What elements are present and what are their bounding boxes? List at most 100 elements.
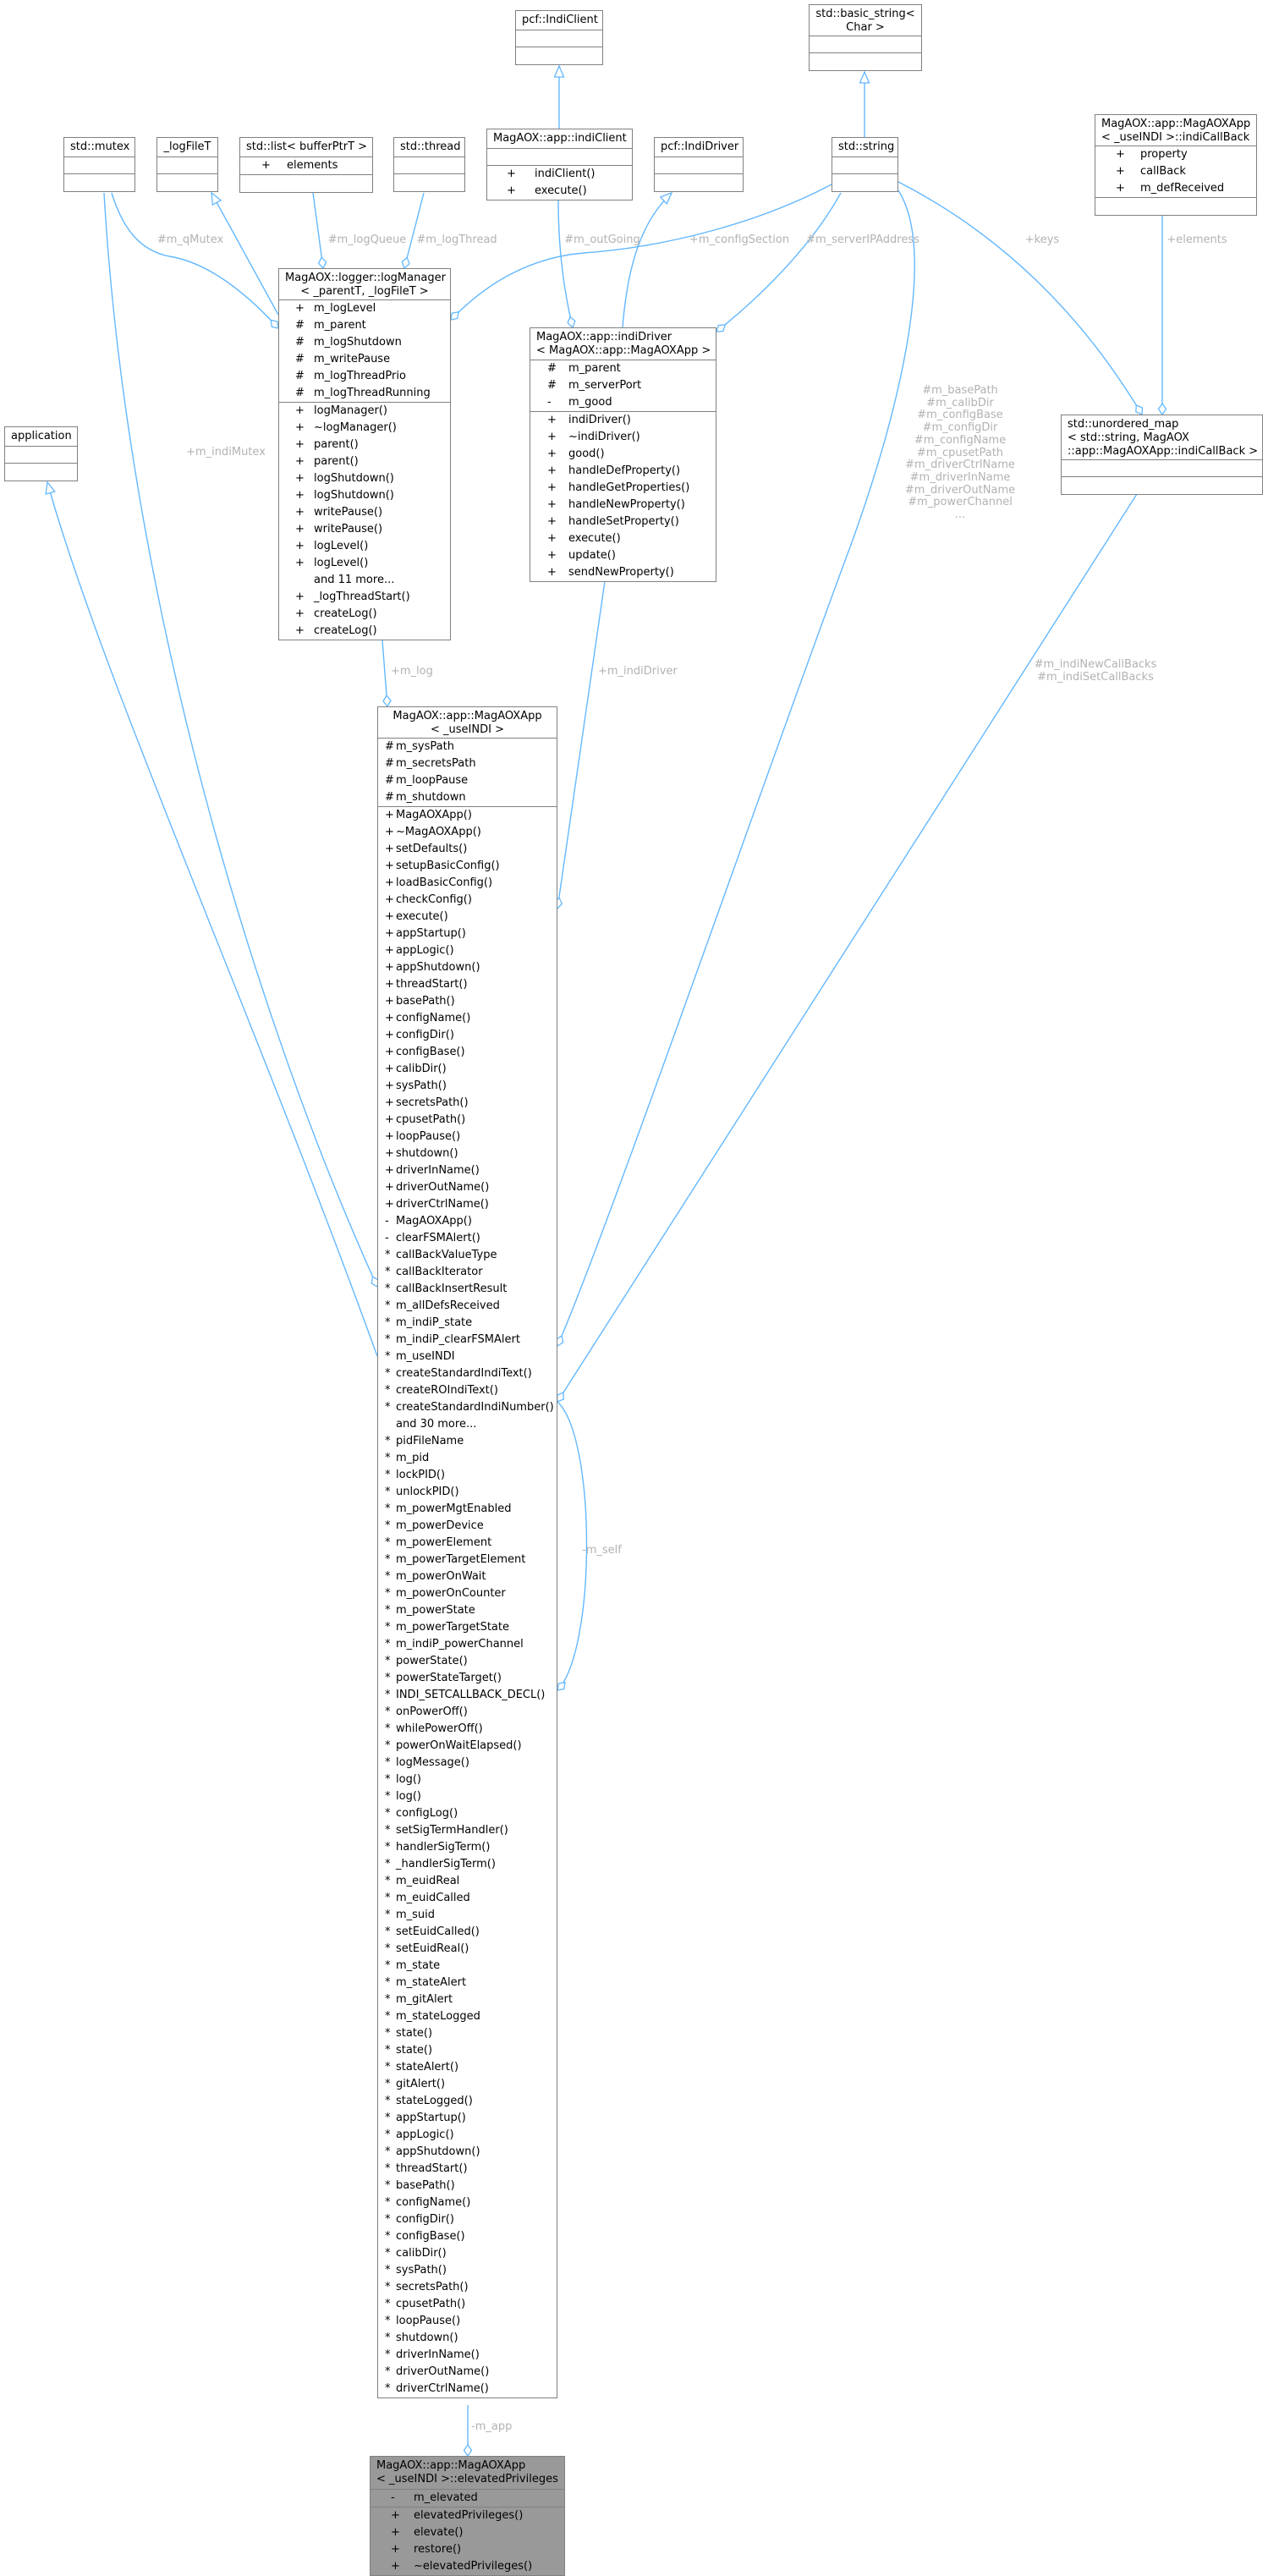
- attribute-row[interactable]: +elements: [240, 157, 372, 174]
- method-row[interactable]: *state(): [378, 2025, 557, 2042]
- method-row[interactable]: *log(): [378, 1788, 557, 1805]
- method-row[interactable]: +logManager(): [279, 403, 450, 420]
- method-row[interactable]: +setupBasicConfig(): [378, 858, 557, 875]
- method-row[interactable]: *m_powerState: [378, 1602, 557, 1619]
- method-row[interactable]: +elevate(): [371, 2524, 564, 2541]
- method-row[interactable]: +logShutdown(): [279, 487, 450, 504]
- attribute-row[interactable]: -m_elevated: [371, 2490, 564, 2507]
- method-row[interactable]: *pidFileName: [378, 1433, 557, 1450]
- method-row[interactable]: *m_allDefsReceived: [378, 1298, 557, 1315]
- class-box-pcf-indiclient[interactable]: pcf::IndiClient: [515, 10, 603, 65]
- method-row[interactable]: *sysPath(): [378, 2262, 557, 2279]
- method-row[interactable]: *m_useINDI: [378, 1348, 557, 1365]
- method-row[interactable]: *m_powerTargetState: [378, 1619, 557, 1636]
- method-row[interactable]: +driverInName(): [378, 1162, 557, 1179]
- method-row[interactable]: +parent(): [279, 453, 450, 470]
- method-row[interactable]: +elevatedPrivileges(): [371, 2507, 564, 2524]
- method-row[interactable]: *m_powerDevice: [378, 1518, 557, 1535]
- method-row[interactable]: +configBase(): [378, 1044, 557, 1061]
- method-row[interactable]: *m_powerOnWait: [378, 1568, 557, 1585]
- class-box-basic-string[interactable]: std::basic_string<Char >: [809, 4, 922, 71]
- attribute-row[interactable]: -m_good: [530, 394, 716, 411]
- method-row[interactable]: *createStandardIndiText(): [378, 1365, 557, 1382]
- method-row[interactable]: +execute(): [487, 183, 632, 200]
- method-row[interactable]: *m_stateLogged: [378, 2008, 557, 2025]
- method-row[interactable]: +execute(): [530, 530, 716, 547]
- class-box-indiclient[interactable]: MagAOX::app::indiClient+indiClient()+exe…: [486, 129, 633, 200]
- method-row[interactable]: *handlerSigTerm(): [378, 1839, 557, 1856]
- method-row[interactable]: +createLog(): [279, 606, 450, 623]
- method-row[interactable]: *configName(): [378, 2194, 557, 2211]
- class-box-std-list[interactable]: std::list< bufferPtrT >+elements: [239, 137, 373, 193]
- method-row[interactable]: +configName(): [378, 1010, 557, 1027]
- method-row[interactable]: *INDI_SETCALLBACK_DECL(): [378, 1687, 557, 1704]
- attribute-row[interactable]: #m_parent: [279, 317, 450, 334]
- method-row[interactable]: *powerOnWaitElapsed(): [378, 1738, 557, 1755]
- method-row[interactable]: *configBase(): [378, 2228, 557, 2245]
- method-row[interactable]: -clearFSMAlert(): [378, 1230, 557, 1247]
- method-row[interactable]: *m_powerTargetElement: [378, 1552, 557, 1568]
- class-box-logfilet[interactable]: _logFileT: [156, 137, 218, 192]
- method-row[interactable]: +sysPath(): [378, 1078, 557, 1095]
- method-row[interactable]: +indiDriver(): [530, 412, 716, 429]
- method-row[interactable]: and 30 more...: [378, 1416, 557, 1433]
- method-row[interactable]: +writePause(): [279, 504, 450, 521]
- class-box-indicallback[interactable]: MagAOX::app::MagAOXApp< _useINDI >::indi…: [1095, 114, 1257, 216]
- method-row[interactable]: *m_euidCalled: [378, 1890, 557, 1907]
- method-row[interactable]: *loopPause(): [378, 2313, 557, 2330]
- method-row[interactable]: +logLevel(): [279, 538, 450, 555]
- class-box-std-mutex[interactable]: std::mutex: [63, 137, 135, 192]
- method-row[interactable]: +driverOutName(): [378, 1179, 557, 1196]
- method-row[interactable]: -MagAOXApp(): [378, 1213, 557, 1230]
- attribute-row[interactable]: #m_loopPause: [378, 772, 557, 789]
- method-row[interactable]: *callBackValueType: [378, 1247, 557, 1264]
- method-row[interactable]: *shutdown(): [378, 2330, 557, 2347]
- method-row[interactable]: *driverInName(): [378, 2347, 557, 2364]
- method-row[interactable]: *state(): [378, 2042, 557, 2059]
- method-row[interactable]: +update(): [530, 547, 716, 564]
- method-row[interactable]: *unlockPID(): [378, 1484, 557, 1501]
- method-row[interactable]: *_handlerSigTerm(): [378, 1856, 557, 1873]
- attribute-row[interactable]: #m_logThreadRunning: [279, 385, 450, 402]
- method-row[interactable]: *configLog(): [378, 1805, 557, 1822]
- method-row[interactable]: +MagAOXApp(): [378, 807, 557, 824]
- method-row[interactable]: *whilePowerOff(): [378, 1721, 557, 1738]
- attribute-row[interactable]: #m_shutdown: [378, 789, 557, 806]
- method-row[interactable]: *threadStart(): [378, 2161, 557, 2178]
- method-row[interactable]: *onPowerOff(): [378, 1704, 557, 1721]
- attribute-row[interactable]: +callBack: [1095, 163, 1256, 180]
- method-row[interactable]: +appLogic(): [378, 942, 557, 959]
- method-row[interactable]: and 11 more...: [279, 572, 450, 589]
- method-row[interactable]: +good(): [530, 446, 716, 463]
- method-row[interactable]: *powerState(): [378, 1653, 557, 1670]
- class-box-application[interactable]: application: [4, 426, 78, 481]
- method-row[interactable]: *powerStateTarget(): [378, 1670, 557, 1687]
- method-row[interactable]: +~MagAOXApp(): [378, 824, 557, 841]
- method-row[interactable]: +handleDefProperty(): [530, 463, 716, 480]
- method-row[interactable]: +handleGetProperties(): [530, 480, 716, 497]
- attribute-row[interactable]: +m_logLevel: [279, 300, 450, 317]
- method-row[interactable]: +restore(): [371, 2541, 564, 2558]
- method-row[interactable]: *createROIndiText(): [378, 1382, 557, 1399]
- method-row[interactable]: *m_pid: [378, 1450, 557, 1467]
- method-row[interactable]: +basePath(): [378, 993, 557, 1010]
- method-row[interactable]: +~logManager(): [279, 420, 450, 437]
- method-row[interactable]: *logMessage(): [378, 1755, 557, 1771]
- method-row[interactable]: *configDir(): [378, 2211, 557, 2228]
- method-row[interactable]: *calibDir(): [378, 2245, 557, 2262]
- method-row[interactable]: +logShutdown(): [279, 470, 450, 487]
- method-row[interactable]: *m_powerOnCounter: [378, 1585, 557, 1602]
- attribute-row[interactable]: +m_defReceived: [1095, 180, 1256, 197]
- attribute-row[interactable]: +property: [1095, 146, 1256, 163]
- method-row[interactable]: +threadStart(): [378, 976, 557, 993]
- class-box-std-string[interactable]: std::string: [832, 137, 898, 192]
- method-row[interactable]: +createLog(): [279, 623, 450, 640]
- method-row[interactable]: +execute(): [378, 909, 557, 925]
- method-row[interactable]: *basePath(): [378, 2178, 557, 2194]
- method-row[interactable]: +appShutdown(): [378, 959, 557, 976]
- class-box-logmanager[interactable]: MagAOX::logger::logManager< _parentT, _l…: [278, 268, 451, 640]
- method-row[interactable]: *m_indiP_clearFSMAlert: [378, 1332, 557, 1348]
- method-row[interactable]: +driverCtrlName(): [378, 1196, 557, 1213]
- method-row[interactable]: *setSigTermHandler(): [378, 1822, 557, 1839]
- method-row[interactable]: *createStandardIndiNumber(): [378, 1399, 557, 1416]
